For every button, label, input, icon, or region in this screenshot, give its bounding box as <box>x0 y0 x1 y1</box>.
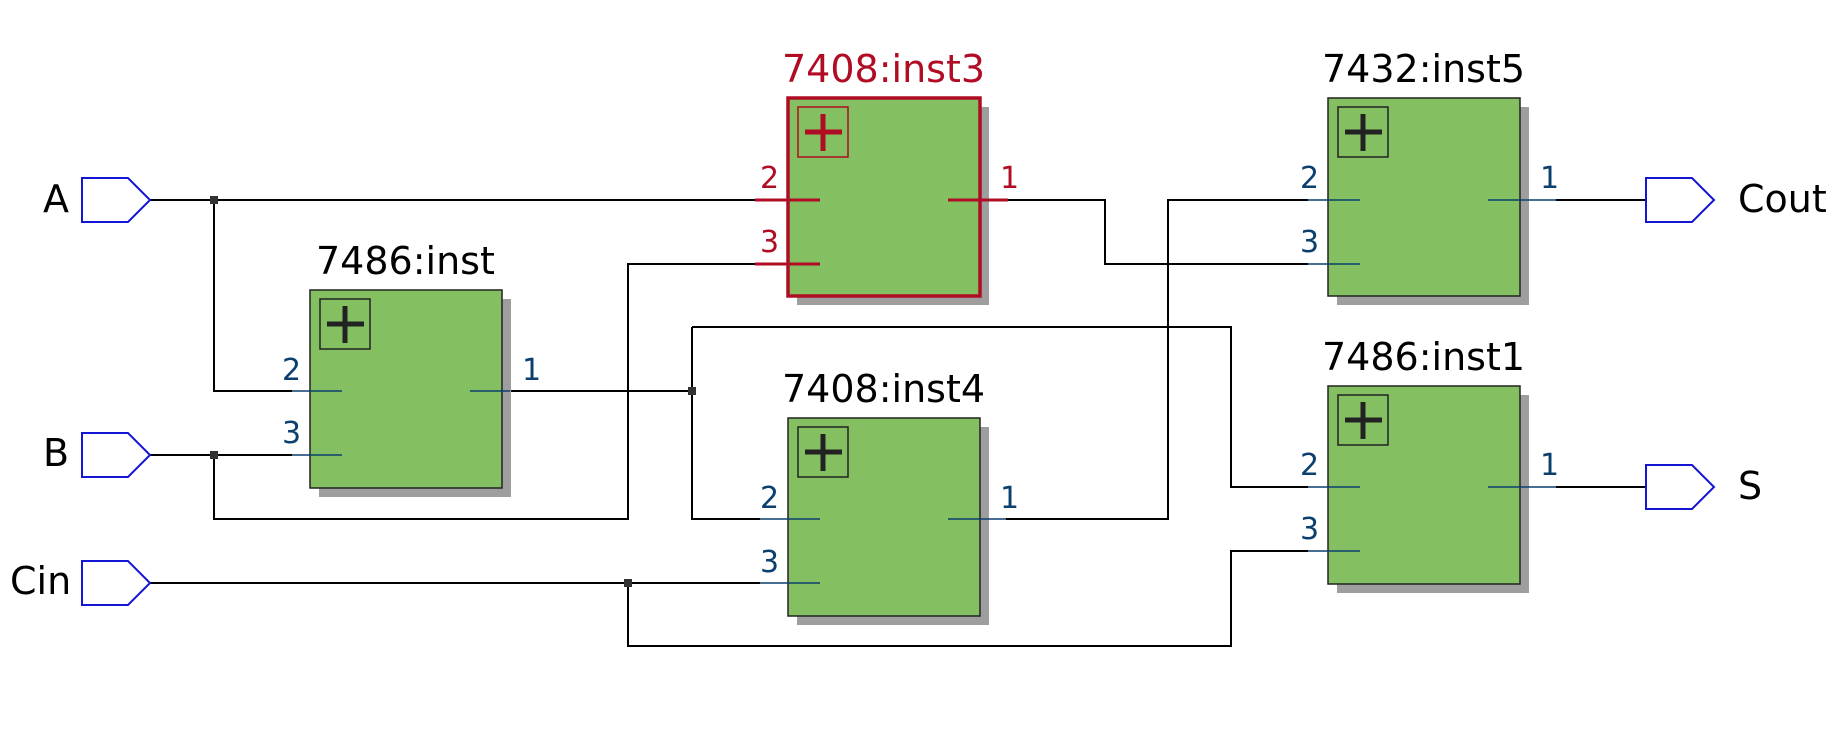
junction-b <box>210 451 218 459</box>
pin-number: 2 <box>1300 448 1319 483</box>
pin-number: 1 <box>522 353 541 388</box>
pentagon-arrow-icon <box>1645 464 1716 510</box>
block-body[interactable] <box>786 96 982 298</box>
wire-cin-to-inst1[interactable] <box>627 550 1308 647</box>
expand-box[interactable] <box>1337 394 1389 446</box>
pin-number: 1 <box>1540 448 1559 483</box>
wire-inst-to-inst1[interactable] <box>692 326 1308 488</box>
expand-box[interactable] <box>1337 106 1389 158</box>
block-title: 7486:inst1 <box>1322 335 1525 379</box>
pentagon-arrow-icon <box>81 432 152 478</box>
wire-inst-to-inst4[interactable] <box>691 327 760 520</box>
wire-a-to-inst[interactable] <box>213 200 292 392</box>
pin-number: 1 <box>1540 161 1559 196</box>
output-port-label: S <box>1738 464 1762 508</box>
input-port-label: Cin <box>10 559 71 603</box>
block-title: 7408:inst4 <box>782 367 985 411</box>
junction-a <box>210 196 218 204</box>
plus-in-box-icon <box>805 114 842 151</box>
block-body[interactable] <box>1327 385 1521 585</box>
pin-number: 3 <box>282 416 301 451</box>
junction-inst-out <box>688 387 696 395</box>
wire-inst4-to-inst5[interactable] <box>1006 199 1308 520</box>
input-port-label: B <box>43 431 69 475</box>
wire-b-to-inst3[interactable] <box>213 263 760 520</box>
pin-number: 1 <box>1000 481 1019 516</box>
block-7486-inst1[interactable]: 7486:inst1 2 3 1 <box>1300 335 1559 593</box>
plus-in-box-icon <box>805 434 842 471</box>
pentagon-arrow-icon <box>1645 177 1716 223</box>
pin-number: 3 <box>1300 225 1319 260</box>
input-port-a[interactable]: A <box>43 177 152 223</box>
plus-in-box-icon <box>327 306 364 343</box>
block-7432-inst5[interactable]: 7432:inst5 2 3 1 <box>1300 47 1559 305</box>
output-port-s[interactable]: S <box>1645 464 1762 510</box>
pin-number: 2 <box>282 353 301 388</box>
block-title: 7408:inst3 <box>782 47 985 91</box>
block-body[interactable] <box>309 289 503 489</box>
block-body[interactable] <box>787 417 981 617</box>
junctions <box>210 196 696 587</box>
output-port-cout[interactable]: Cout <box>1645 177 1827 223</box>
block-body[interactable] <box>1327 97 1521 297</box>
block-7408-inst3[interactable]: 7408:inst3 2 3 1 <box>755 47 1019 305</box>
junction-cin <box>624 579 632 587</box>
block-7408-inst4[interactable]: 7408:inst4 2 3 1 <box>760 367 1019 625</box>
pin-number: 2 <box>760 481 779 516</box>
expand-box[interactable] <box>797 426 849 478</box>
block-title: 7486:inst <box>316 239 495 283</box>
pin-number: 3 <box>760 545 779 580</box>
expand-box[interactable] <box>797 106 849 158</box>
input-port-b[interactable]: B <box>43 431 152 478</box>
block-title: 7432:inst5 <box>1322 47 1525 91</box>
output-port-label: Cout <box>1738 177 1827 221</box>
pin-number: 2 <box>760 161 779 196</box>
block-7486-inst[interactable]: 7486:inst 2 3 1 <box>282 239 541 497</box>
pin-number: 1 <box>1000 161 1019 196</box>
input-port-label: A <box>43 177 69 221</box>
pin-number: 3 <box>760 225 779 260</box>
pentagon-arrow-icon <box>81 177 152 223</box>
pentagon-arrow-icon <box>81 560 152 606</box>
pin-number: 3 <box>1300 512 1319 547</box>
pin-number: 2 <box>1300 161 1319 196</box>
expand-box[interactable] <box>319 298 371 350</box>
plus-in-box-icon <box>1345 114 1382 151</box>
input-port-cin[interactable]: Cin <box>10 559 152 606</box>
wire-inst3-to-inst5[interactable] <box>1008 199 1308 265</box>
plus-in-box-icon <box>1345 402 1382 439</box>
